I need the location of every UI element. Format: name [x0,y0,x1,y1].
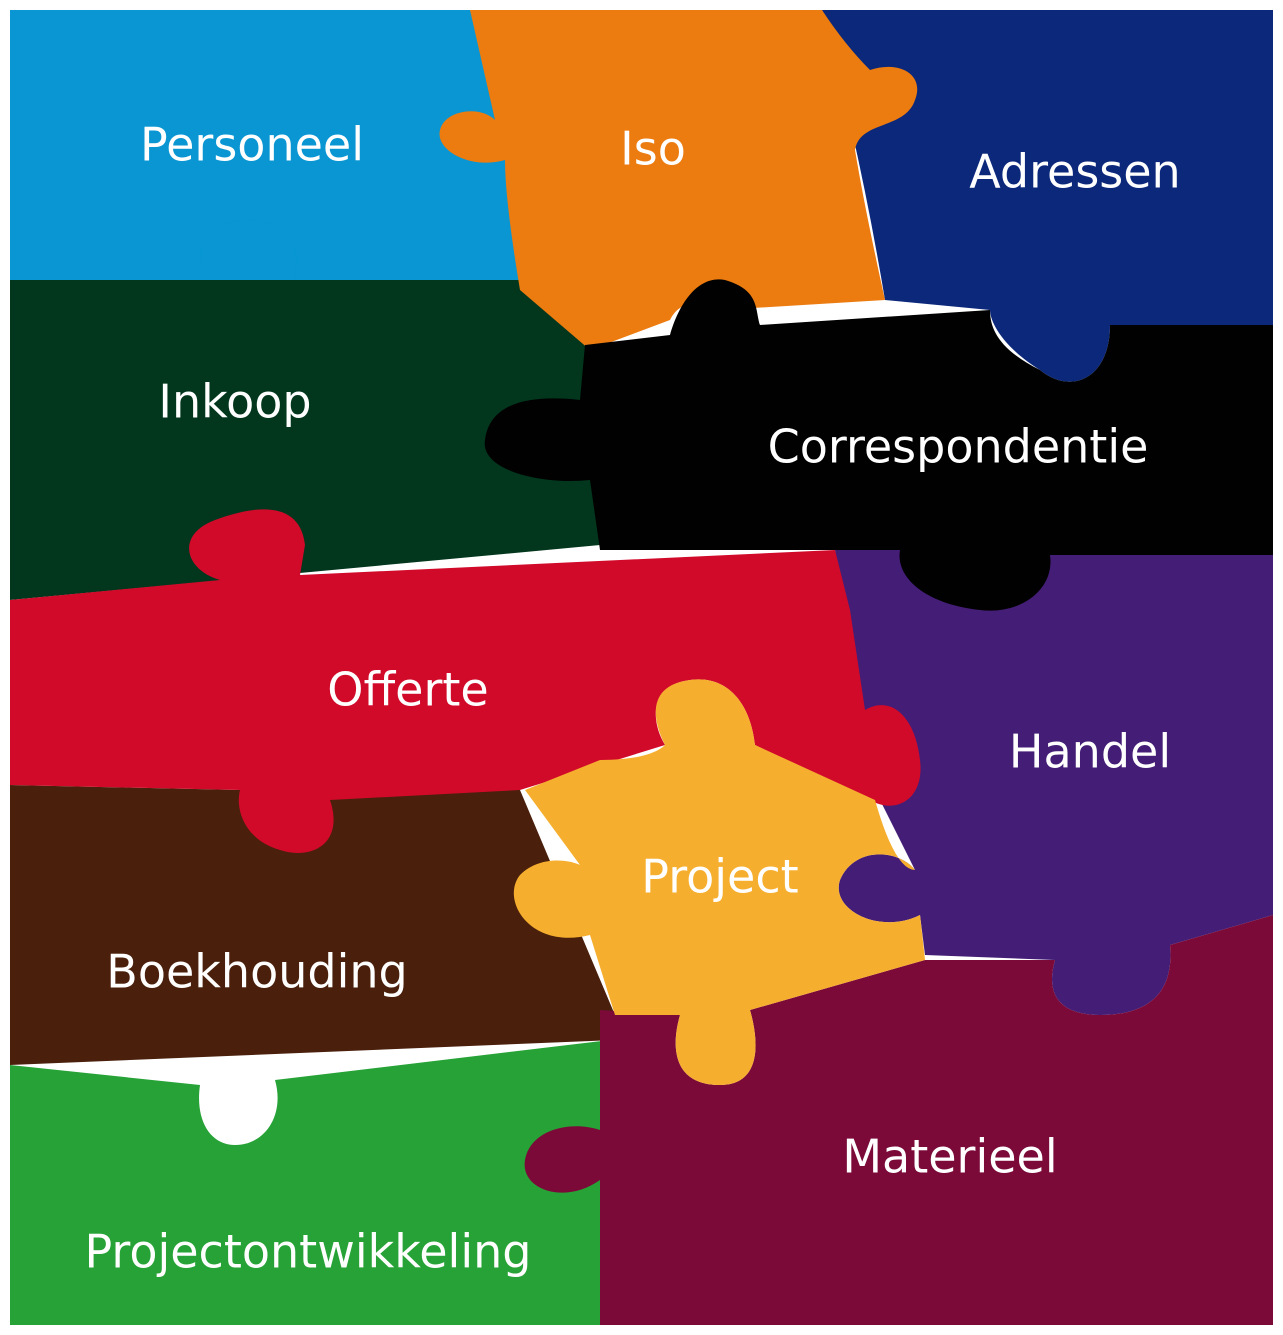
projectontwikkeling-shape [10,1040,610,1325]
materieel-shape [524,915,1273,1325]
adressen-shape [822,10,1273,382]
iso-shape [439,10,918,350]
puzzle-piece-inkoop[interactable] [10,280,600,600]
puzzle-piece-adressen[interactable] [822,10,1273,382]
puzzle-piece-iso[interactable] [439,10,918,350]
puzzle-piece-offerte[interactable] [10,509,921,853]
correspondentie-shape [484,279,1273,611]
handel-shape [835,550,1273,1015]
personeel-shape [10,10,520,290]
offerte-shape [10,509,921,853]
puzzle-piece-handel[interactable] [835,550,1273,1015]
puzzle-piece-project[interactable] [513,679,925,1085]
boekhouding-shape [10,785,615,1065]
project-shape [513,679,925,1085]
puzzle-piece-projectontwikkeling[interactable] [10,1040,610,1325]
personeel-knob [200,219,297,290]
puzzle-piece-personeel[interactable] [10,10,520,290]
inkoop-shape [10,280,600,600]
puzzle-piece-boekhouding[interactable] [10,785,615,1065]
puzzle-piece-correspondentie[interactable] [484,279,1273,611]
puzzle-piece-materieel[interactable] [524,915,1273,1325]
